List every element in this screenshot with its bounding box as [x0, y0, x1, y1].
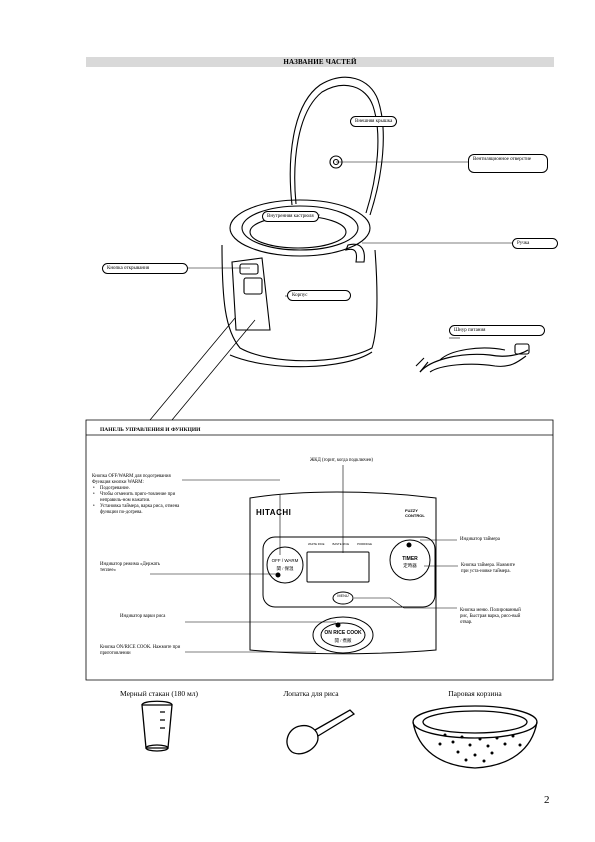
lcd-note: ЖКД (горит, когда подключен)	[310, 458, 373, 463]
on-rice-cook-label: ON RICE COOK	[324, 630, 362, 636]
measuring-cup-caption: Мерный стакан (180 мл)	[120, 689, 198, 698]
timer-button-sub: 定時器	[403, 563, 417, 568]
basket-holes	[438, 733, 522, 763]
timer-button-label: TIMER	[402, 556, 418, 562]
panel-section-title: ПАНЕЛЬ УПРАВЛЕНИЯ И ФУНКЦИИ	[100, 427, 201, 433]
keep-warm-indicator-note: Индикатор режима «Держать теплее»	[100, 562, 160, 573]
cook-indicator-note: Индикатор варки риса	[120, 614, 166, 619]
timer-button-note: Кнопка таймера. Нажмите при уста-новке т…	[461, 563, 515, 574]
page-title: НАЗВАНИЕ ЧАСТЕЙ	[283, 58, 357, 66]
rice-paddle-caption: Лопатка для риса	[283, 689, 339, 698]
header-bar	[86, 57, 554, 67]
power-cord-label: Шнур питания	[449, 325, 545, 336]
steam-basket-caption: Паровая корзина	[448, 689, 502, 698]
body-label: Корпус	[287, 290, 351, 301]
inner-pot-label: Внутренняя кастрюля	[262, 211, 319, 222]
vent-label: Вентиляционное отверстие	[468, 154, 548, 173]
open-button-label: Кнопка открывания	[102, 263, 188, 274]
fuzzy-logo: FUZZY CONTROL	[405, 508, 425, 518]
list-item: Чтобы отменить приго-товление при неправ…	[93, 492, 182, 504]
off-warm-button-label: OFF / WARM	[271, 558, 299, 563]
on-rice-cook-note: Кнопка ON/RICE COOK. Нажмите при пригото…	[100, 645, 181, 656]
timer-indicator-note: Индикатор таймера	[460, 537, 500, 542]
brand-logo: HITACHI	[256, 508, 292, 517]
on-rice-cook-sub: 開 / 煮飯	[334, 638, 352, 643]
lcd-tag: WHITE RICE	[308, 542, 325, 546]
page-number: 2	[544, 794, 550, 806]
warm-functions-heading: Функция кнопки WARM:	[92, 480, 144, 485]
lcd-mode-tags: WHITE RICE BASTE RICE PORRIDGE	[308, 542, 372, 546]
list-item: Установка таймера, варка риса, отмена фу…	[93, 504, 182, 516]
list-item: Подогревание.	[93, 486, 182, 492]
off-warm-note-title: Кнопка OFF/WARM для подогревания	[92, 474, 171, 479]
menu-button-note: Кнопка меню. Полированный рис, Быстрая в…	[460, 608, 521, 625]
menu-button-label: MENU	[337, 594, 349, 598]
warm-functions-list: Подогревание. Чтобы отменить приго-товле…	[92, 486, 182, 516]
handle-label: Ручка	[512, 238, 558, 249]
lcd-tag: PORRIDGE	[357, 542, 372, 546]
off-warm-note: Кнопка OFF/WARM для подогревания Функция…	[92, 474, 182, 516]
lcd-tag: BASTE RICE	[332, 542, 350, 546]
off-warm-button-sub: 関 / 保温	[276, 566, 294, 571]
outer-lid-label: Внешняя крышка	[350, 116, 398, 127]
